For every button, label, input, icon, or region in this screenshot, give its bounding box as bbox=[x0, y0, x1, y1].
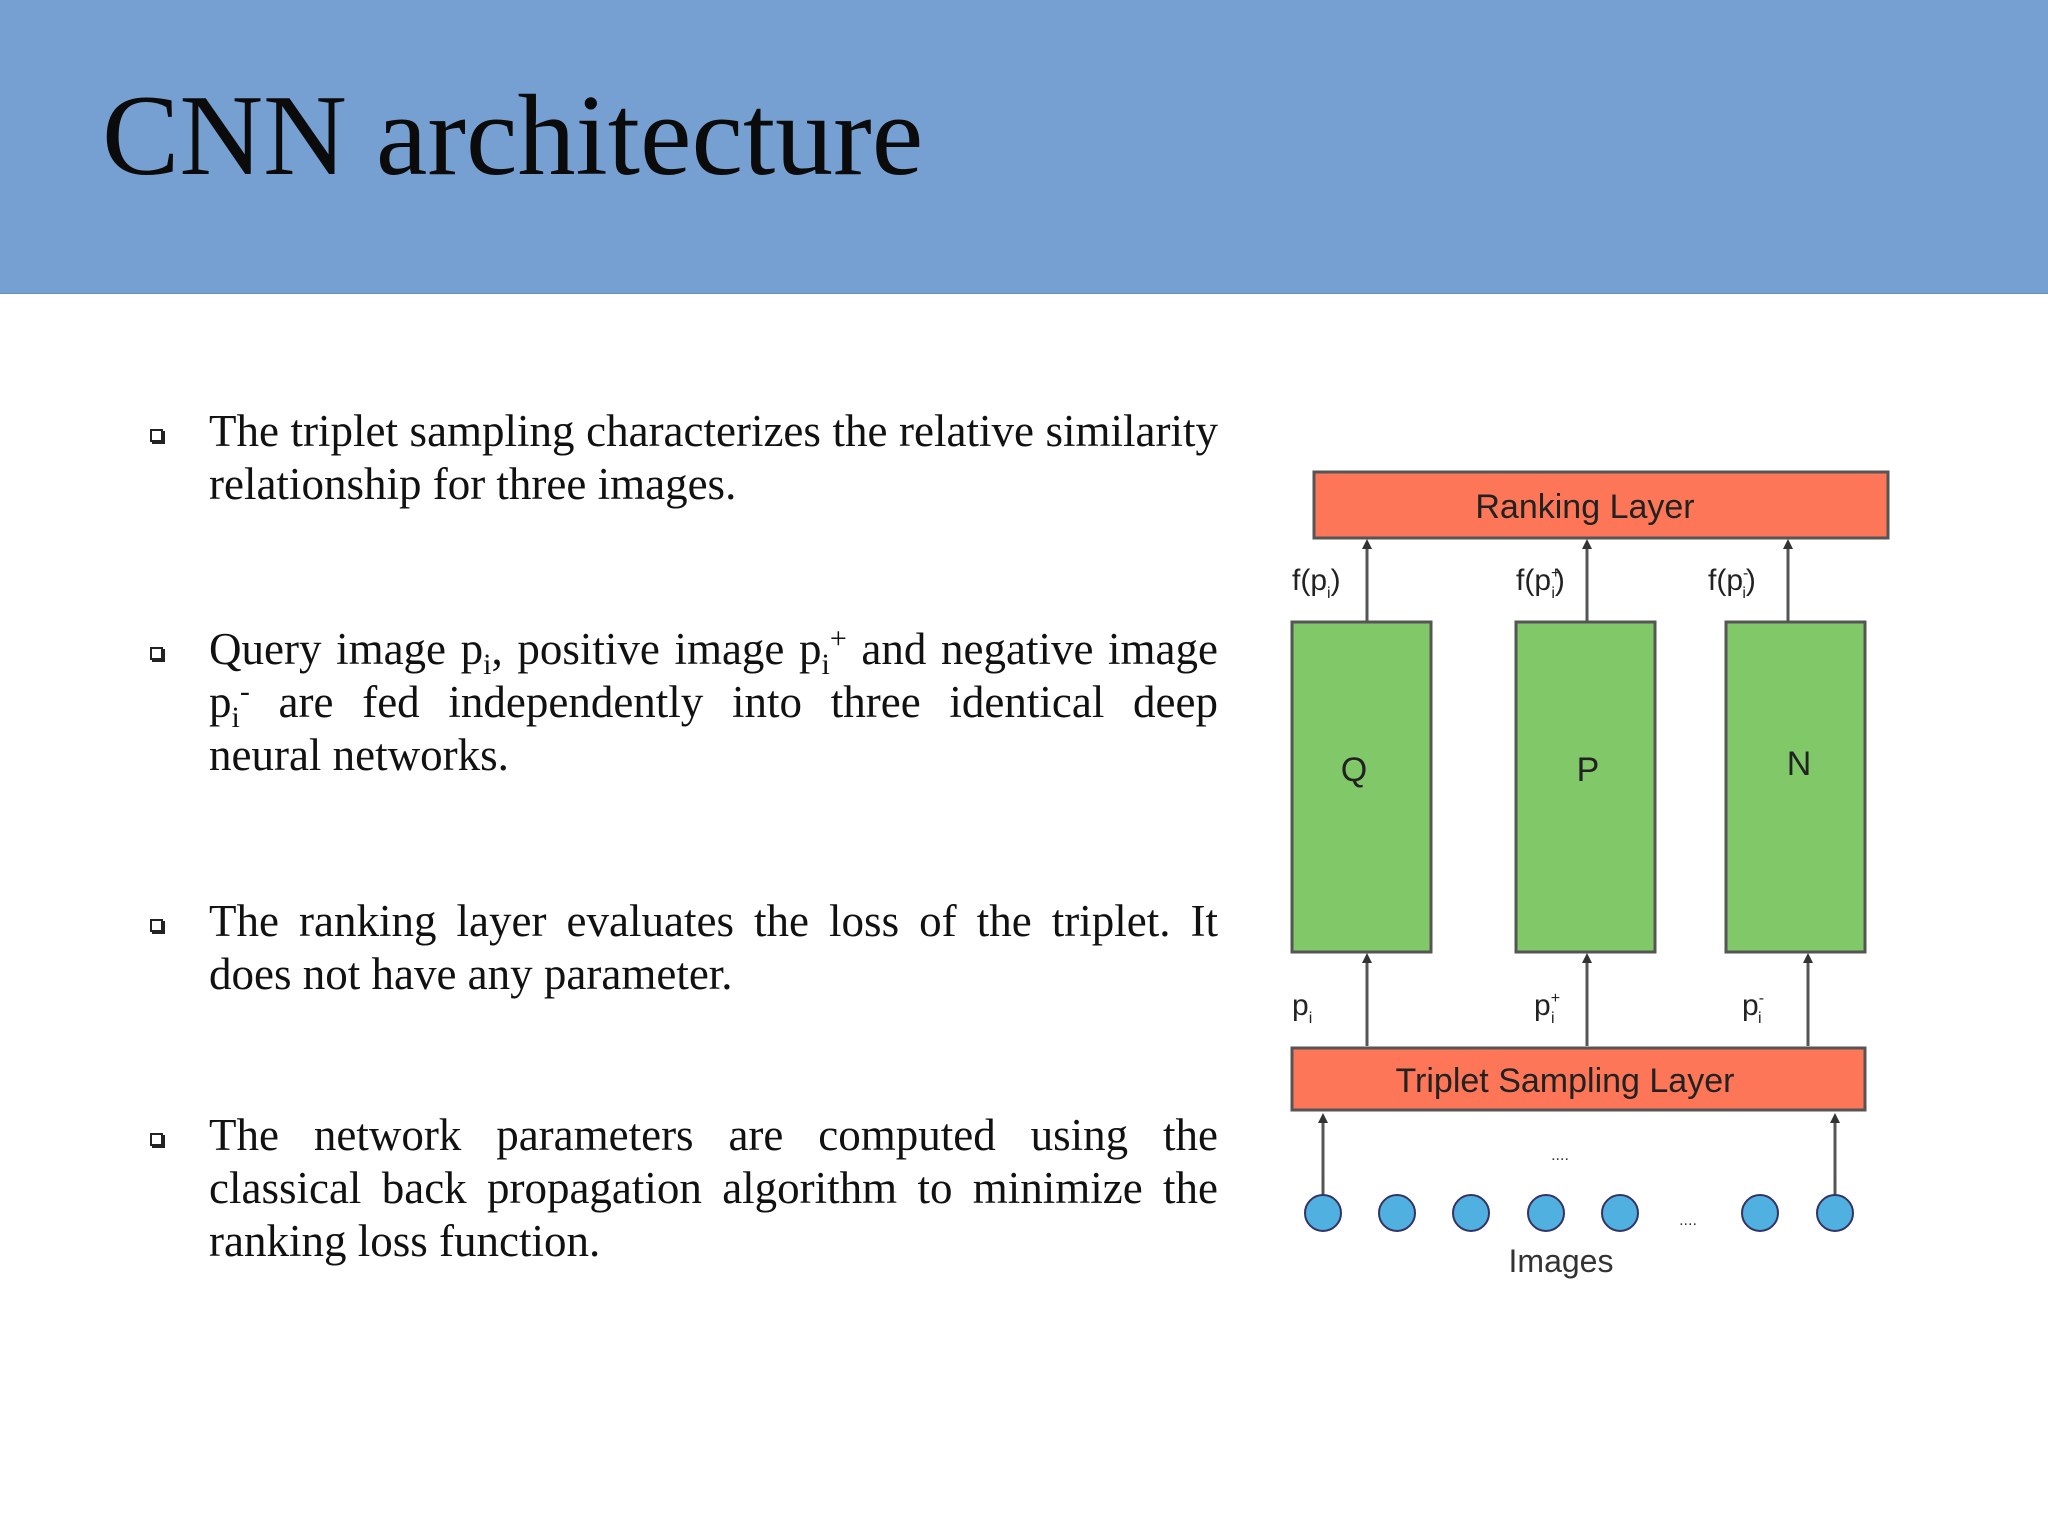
bullet-text: The network parameters are computed usin… bbox=[209, 1110, 1218, 1266]
image-node bbox=[1741, 1194, 1779, 1232]
image-node bbox=[1304, 1194, 1342, 1232]
bullet-item: Query image pi, positive image pi+ and n… bbox=[140, 623, 1220, 782]
bullet-item: The ranking layer evaluates the loss of … bbox=[140, 895, 1220, 1001]
triplet-network-diagram: Ranking Layer f(pi) f(p+i) f(p-i) Q P N … bbox=[1290, 470, 1890, 1279]
subscript: i bbox=[821, 648, 830, 681]
bullet-text: The triplet sampling characterizes the r… bbox=[209, 406, 1218, 509]
network-label-p: P bbox=[1577, 751, 1600, 789]
network-n: N bbox=[1724, 620, 1867, 954]
image-node bbox=[1816, 1194, 1854, 1232]
bullet-item: The triplet sampling characterizes the r… bbox=[140, 405, 1220, 511]
ellipsis-bottom: .... bbox=[1679, 1212, 1697, 1229]
image-node bbox=[1601, 1194, 1639, 1232]
network-label-q: Q bbox=[1341, 751, 1367, 789]
superscript: - bbox=[239, 675, 250, 708]
square-bullet-icon bbox=[150, 1133, 163, 1146]
bullet-text: Query image pi, positive image pi+ and n… bbox=[209, 622, 1218, 781]
image-node bbox=[1378, 1194, 1416, 1232]
images-label: Images bbox=[1509, 1243, 1614, 1279]
network-p: P bbox=[1514, 620, 1657, 954]
slide-title: CNN architecture bbox=[102, 72, 924, 200]
output-label-p: f(p+i) bbox=[1516, 564, 1565, 602]
square-bullet-icon bbox=[150, 429, 163, 442]
image-node bbox=[1527, 1194, 1565, 1232]
superscript: + bbox=[829, 622, 847, 655]
title-bar: CNN architecture bbox=[0, 0, 2048, 294]
network-label-n: N bbox=[1787, 745, 1812, 783]
image-nodes bbox=[1304, 1194, 1854, 1232]
triplet-sampling-layer-label: Triplet Sampling Layer bbox=[1396, 1062, 1735, 1100]
bullet-text: The ranking layer evaluates the loss of … bbox=[209, 896, 1218, 999]
input-label-n: p-i bbox=[1742, 989, 1764, 1027]
output-label-q: f(pi) bbox=[1292, 564, 1341, 602]
image-node bbox=[1452, 1194, 1490, 1232]
input-label-q: pi bbox=[1292, 989, 1312, 1027]
triplet-sampling-layer: Triplet Sampling Layer bbox=[1290, 1046, 1867, 1112]
subscript: i bbox=[231, 701, 240, 734]
network-q: Q bbox=[1290, 620, 1433, 954]
square-bullet-icon bbox=[150, 919, 163, 932]
square-bullet-icon bbox=[150, 647, 163, 660]
bullet-item: The network parameters are computed usin… bbox=[140, 1109, 1220, 1268]
input-label-p: p+i bbox=[1534, 989, 1560, 1027]
output-label-n: f(p-i) bbox=[1708, 564, 1756, 602]
ranking-layer-label: Ranking Layer bbox=[1475, 488, 1694, 526]
ellipsis-top: .... bbox=[1551, 1147, 1569, 1164]
ranking-layer: Ranking Layer bbox=[1312, 470, 1890, 540]
subscript: i bbox=[483, 648, 492, 681]
